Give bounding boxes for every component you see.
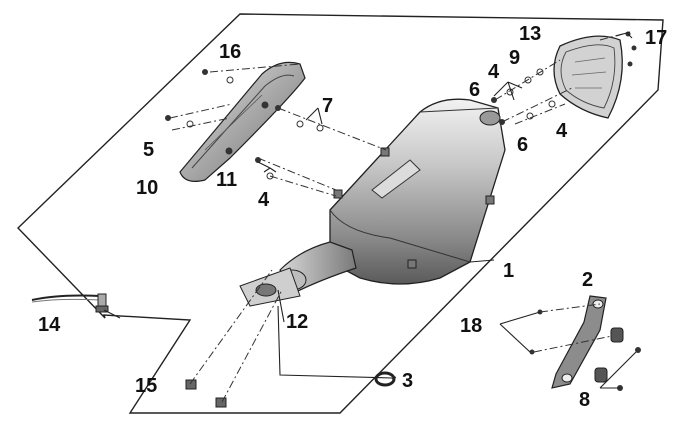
- callout-17: 17: [645, 27, 667, 49]
- callout-18: 18: [460, 315, 482, 337]
- callout-4-right: 4: [556, 120, 568, 142]
- mounting-bracket: [551, 295, 624, 389]
- alignment-lines: [169, 31, 631, 403]
- callout-10: 10: [136, 177, 158, 199]
- callout-13: 13: [519, 23, 541, 45]
- assembly-boundary: [17, 13, 664, 414]
- callout-8: 8: [579, 389, 590, 411]
- callout-3: 3: [402, 370, 413, 392]
- heat-guard: [179, 61, 306, 182]
- callout-6-top: 6: [469, 79, 480, 101]
- callout-7: 7: [322, 95, 333, 117]
- callout-12: 12: [286, 311, 308, 333]
- callout-11: 11: [216, 169, 237, 191]
- callout-5: 5: [143, 139, 154, 161]
- leader-lines: [103, 31, 637, 389]
- flange-nuts: [185, 379, 227, 408]
- end-cap: [553, 35, 623, 119]
- gasket: [374, 371, 396, 387]
- callouts: 1 2 3 4 4 4 5 6 6 7 8 9 10 11 12 13 14 1…: [38, 23, 667, 411]
- callout-6-bottom: 6: [517, 134, 528, 156]
- callout-4-top: 4: [488, 61, 500, 83]
- oxygen-sensor: [31, 293, 109, 313]
- callout-16: 16: [219, 41, 241, 63]
- callout-1: 1: [503, 260, 514, 282]
- callout-4-bottom: 4: [258, 189, 270, 211]
- callout-15: 15: [135, 375, 157, 397]
- callout-2: 2: [582, 269, 593, 291]
- exhaust-pipe: [239, 241, 357, 307]
- muffler-body: [329, 98, 506, 285]
- callout-14: 14: [38, 314, 61, 336]
- callout-9: 9: [509, 47, 520, 69]
